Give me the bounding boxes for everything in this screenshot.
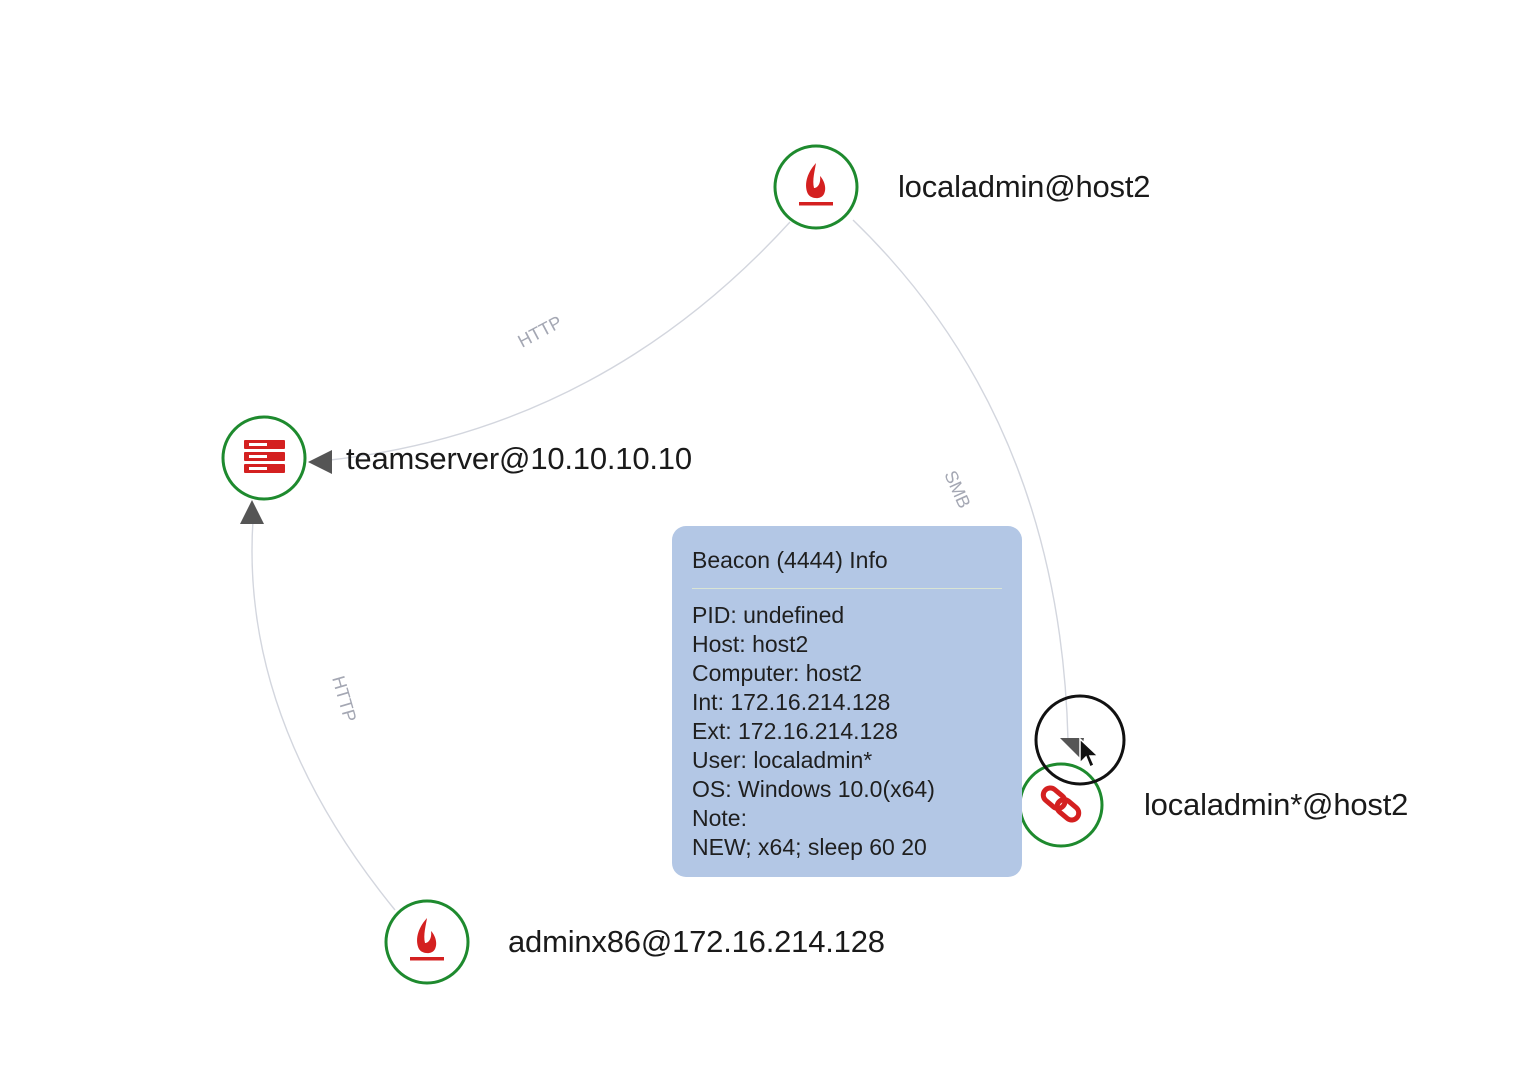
node-localadmin-host2[interactable] xyxy=(773,144,859,230)
node-teamserver[interactable] xyxy=(221,415,307,501)
tooltip-line: NEW; x64; sleep 60 20 xyxy=(692,834,927,860)
link-icon xyxy=(1040,785,1082,823)
beacon-icon xyxy=(799,163,833,206)
hover-highlight-ring xyxy=(1034,694,1126,786)
tooltip-divider xyxy=(692,588,1002,589)
edge-label: SMB xyxy=(940,467,974,511)
tooltip-line: Host: host2 xyxy=(692,631,809,657)
beacon-info-tooltip: Beacon (4444) Info PID: undefined Host: … xyxy=(672,526,1022,877)
tooltip-line: Ext: 172.16.214.128 xyxy=(692,718,898,744)
tooltip-title: Beacon (4444) Info xyxy=(692,547,888,573)
node-label-localadmin-star-host2[interactable]: localadmin*@host2 xyxy=(1144,787,1409,822)
node-label-localadmin-host2[interactable]: localadmin@host2 xyxy=(898,169,1151,204)
node-localadmin-star-host2[interactable] xyxy=(1018,762,1104,848)
tooltip-line: User: localadmin* xyxy=(692,747,873,773)
node-label-teamserver[interactable]: teamserver@10.10.10.10 xyxy=(346,441,692,476)
edge-localadmin-host2-to-localadmin-star-host2 xyxy=(852,219,1069,741)
tooltip-line: PID: undefined xyxy=(692,602,845,628)
edge-adminx86-to-teamserver xyxy=(251,519,396,911)
arrowhead xyxy=(308,450,332,474)
tooltip-line: OS: Windows 10.0(x64) xyxy=(692,776,935,802)
tooltip-line: Note: xyxy=(692,805,747,831)
arrowhead xyxy=(1060,738,1084,758)
beacon-icon xyxy=(410,918,444,961)
mouse-pointer-icon xyxy=(1079,738,1100,769)
node-adminx86[interactable] xyxy=(384,899,470,985)
arrowhead xyxy=(240,500,264,524)
edge-label: HTTP xyxy=(328,674,360,725)
edge-localadmin-host2-to-teamserver xyxy=(329,221,791,461)
node-label-adminx86[interactable]: adminx86@172.16.214.128 xyxy=(508,924,885,959)
tooltip-line: Computer: host2 xyxy=(692,660,863,686)
edge-label: HTTP xyxy=(514,312,565,352)
server-icon xyxy=(244,440,285,473)
tooltip-line: Int: 172.16.214.128 xyxy=(692,689,891,715)
